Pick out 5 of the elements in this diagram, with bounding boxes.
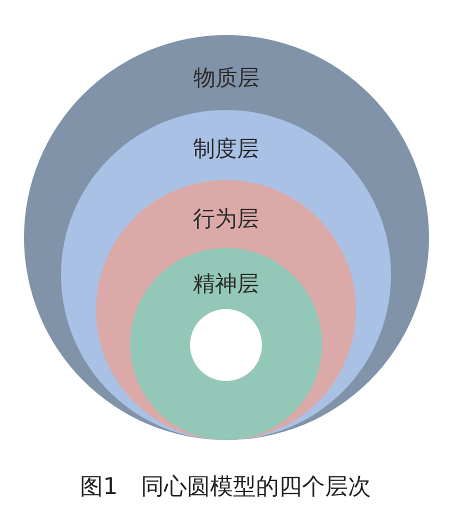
figure-caption: 图1 同心圆模型的四个层次 bbox=[80, 473, 371, 501]
layer-label: 物质层 bbox=[194, 66, 260, 92]
layer-label: 行为层 bbox=[193, 207, 259, 233]
layer-label: 精神层 bbox=[193, 272, 259, 298]
layer-label: 制度层 bbox=[193, 137, 259, 163]
